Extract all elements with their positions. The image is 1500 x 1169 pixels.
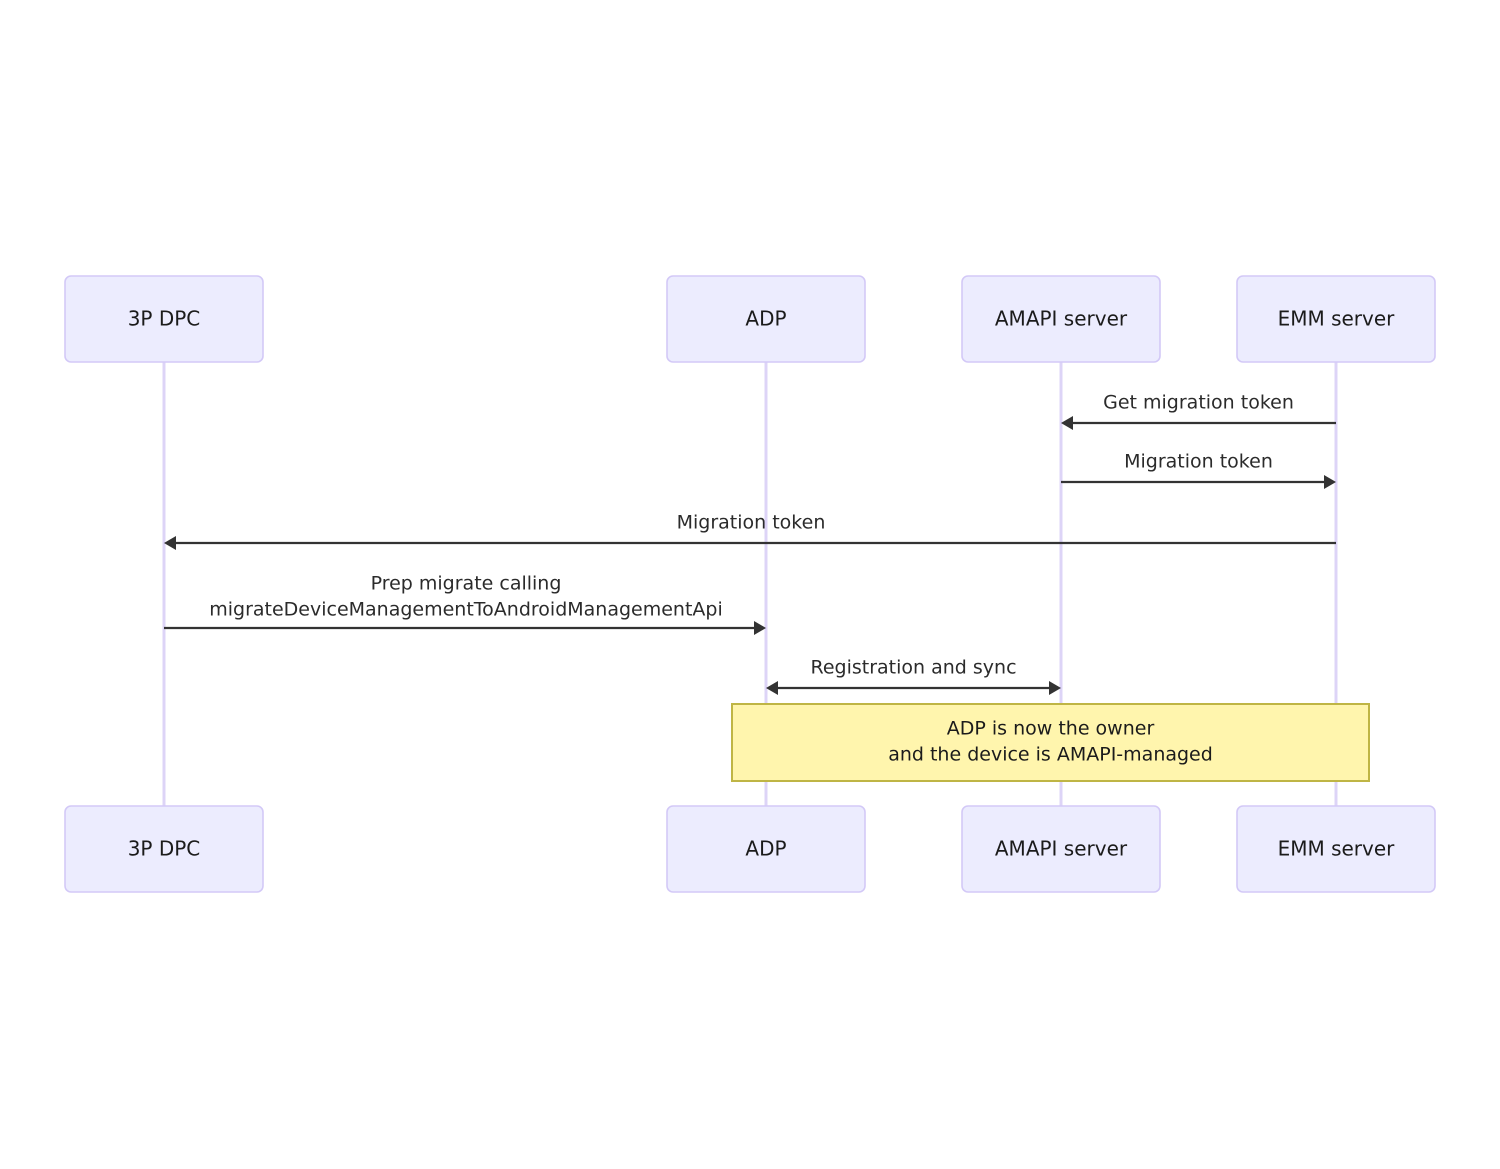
participant-label: ADP [745,307,786,331]
participant-headers-layer: 3P DPC ADP AMAPI server EMM server [64,275,1436,363]
participant-label: 3P DPC [128,837,201,861]
message-m2[interactable]: Migration token [1061,451,1336,490]
note-n1: ADP is now the owner and the device is AM… [731,703,1370,782]
participant-footers-layer: 3P DPC ADP AMAPI server EMM server [64,805,1436,893]
participant-box[interactable] [666,275,866,363]
message-label: Migration token [1124,451,1273,473]
participant-header-dpc[interactable]: 3P DPC [64,275,264,363]
message-label: Registration and sync [810,657,1016,679]
participant-box[interactable] [64,275,264,363]
participant-footer-dpc[interactable]: 3P DPC [64,805,264,893]
participant-footer-emm[interactable]: EMM server [1236,805,1436,893]
note-line-2: and the device is AMAPI-managed [888,744,1213,766]
participant-box[interactable] [961,805,1161,893]
participant-label: 3P DPC [128,307,201,331]
participant-label: EMM server [1278,837,1396,861]
message-label-line2: migrateDeviceManagementToAndroidManageme… [209,599,723,621]
participant-footer-adp[interactable]: ADP [666,805,866,893]
message-m4[interactable]: Prep migrate calling migrateDeviceManagem… [164,573,766,636]
notes-layer: ADP is now the owner and the device is AM… [731,703,1370,782]
participant-box[interactable] [1236,275,1436,363]
participant-footer-amapi[interactable]: AMAPI server [961,805,1161,893]
arrowhead [1049,681,1061,695]
participant-box[interactable] [666,805,866,893]
arrowhead [1324,475,1336,489]
note-line-1: ADP is now the owner [947,718,1155,740]
message-m3[interactable]: Migration token [164,512,1336,551]
participant-label: EMM server [1278,307,1396,331]
message-label: Migration token [677,512,826,534]
participant-box[interactable] [1236,805,1436,893]
participant-label: AMAPI server [995,307,1128,331]
participant-header-emm[interactable]: EMM server [1236,275,1436,363]
participant-label: ADP [745,837,786,861]
note-box [731,703,1370,782]
participant-header-amapi[interactable]: AMAPI server [961,275,1161,363]
arrowhead [1061,416,1073,430]
message-m1[interactable]: Get migration token [1061,392,1336,431]
arrowhead [164,536,176,550]
participant-header-adp[interactable]: ADP [666,275,866,363]
arrowhead [754,621,766,635]
arrowhead [766,681,778,695]
message-m5[interactable]: Registration and sync [766,657,1061,696]
message-label: Get migration token [1103,392,1294,414]
participant-label: AMAPI server [995,837,1128,861]
message-label: Prep migrate calling [371,573,562,595]
participant-box[interactable] [64,805,264,893]
participant-box[interactable] [961,275,1161,363]
